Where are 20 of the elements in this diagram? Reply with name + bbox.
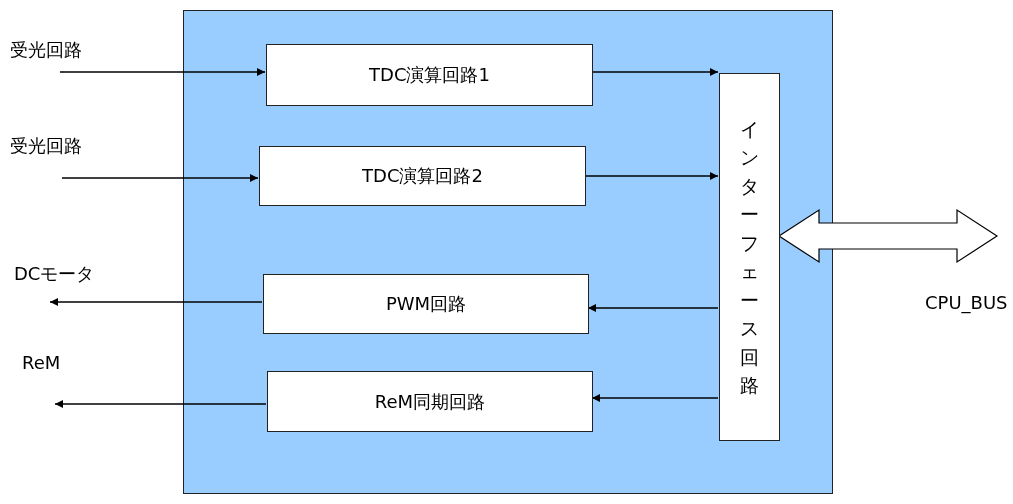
process-box: TDC演算回路2 — [259, 146, 586, 206]
process-box: ReM同期回路 — [267, 371, 593, 432]
arrow — [61, 174, 259, 182]
signal-label: ReM — [22, 352, 61, 373]
process-box: TDC演算回路1 — [266, 44, 593, 106]
arrow — [59, 68, 266, 76]
arrow — [587, 304, 719, 312]
signal-label: DCモータ — [14, 262, 95, 286]
signal-label: CPU_BUS — [925, 292, 1008, 313]
signal-label: 受光回路 — [10, 38, 82, 62]
block-container — [183, 10, 833, 494]
arrow — [49, 298, 263, 306]
interface-block: インターフェース回路 — [719, 73, 780, 441]
double-arrow — [777, 208, 999, 264]
arrow — [584, 172, 719, 180]
process-box: PWM回路 — [263, 274, 589, 334]
arrow — [591, 394, 719, 402]
signal-label: 受光回路 — [10, 134, 82, 158]
arrow — [54, 400, 267, 408]
arrow — [591, 68, 719, 76]
